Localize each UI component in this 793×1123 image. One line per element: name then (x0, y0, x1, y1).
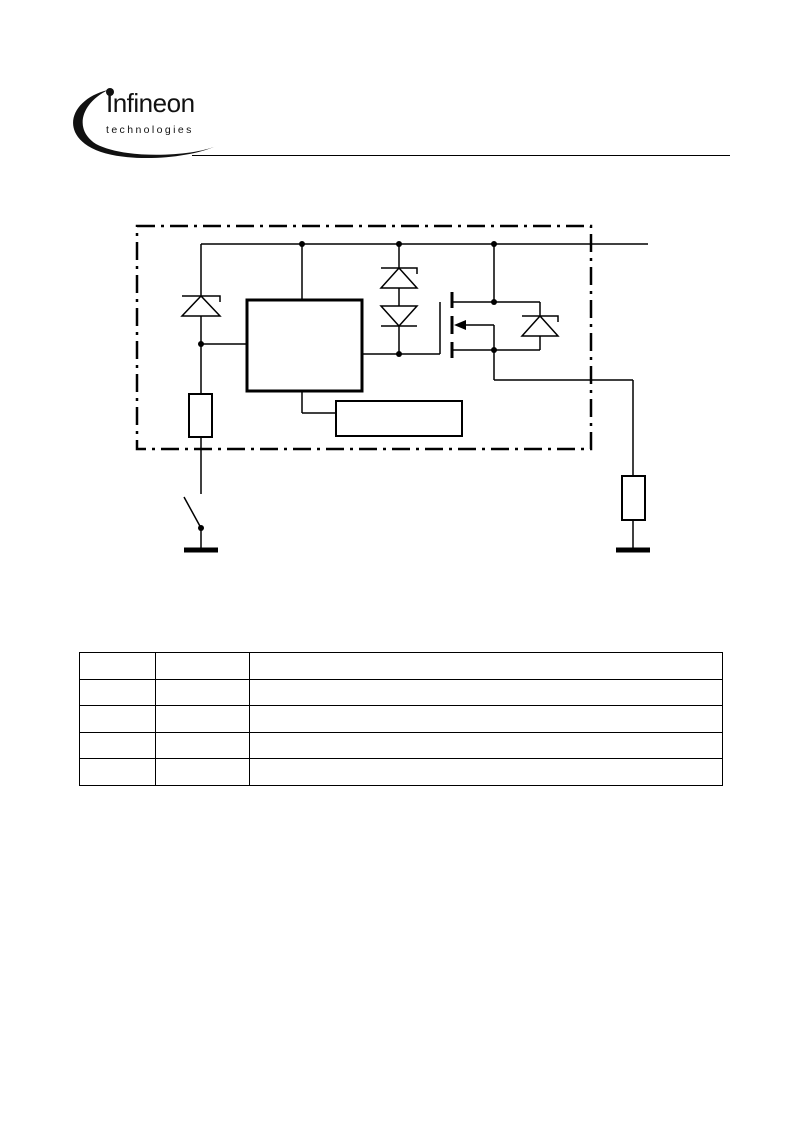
table-row (79, 758, 723, 786)
logo-wordmark: Infineon (106, 88, 195, 118)
table-cell (79, 652, 156, 680)
table-cell (249, 758, 723, 786)
table-cell (155, 731, 250, 760)
logo-tagline: technologies (106, 124, 194, 136)
table-cell (79, 731, 156, 760)
table-row (79, 705, 723, 733)
header-rule (192, 155, 730, 156)
table-cell (249, 652, 723, 680)
table-cell (249, 705, 723, 733)
table-row (79, 678, 723, 707)
table-cell (79, 678, 156, 707)
mosfet-arrow-icon (454, 320, 466, 330)
device-boundary (135, 224, 593, 451)
protection-block (335, 400, 463, 437)
table-cell (155, 652, 250, 680)
table-row (79, 731, 723, 760)
table-cell (79, 758, 156, 786)
logo-swoosh-icon (73, 88, 216, 159)
table-cell (155, 678, 250, 707)
circuit-schematic (135, 224, 650, 553)
table-cell (249, 731, 723, 760)
pin-table (79, 652, 723, 786)
zener-diode-icon (180, 294, 222, 317)
table-row (79, 652, 723, 680)
table-cell (249, 678, 723, 707)
table-cell (155, 758, 250, 786)
zener-diode-icon (520, 314, 560, 337)
table-cell (79, 705, 156, 733)
junction-dots (198, 241, 497, 531)
resistor-icon (188, 393, 213, 438)
zener-diode-icon (379, 266, 419, 289)
resistor-icon (621, 475, 646, 521)
table-cell (155, 705, 250, 733)
diode-icon (379, 305, 419, 328)
infineon-logo: Infineon technologies (66, 84, 226, 160)
control-logic-block (245, 298, 364, 393)
